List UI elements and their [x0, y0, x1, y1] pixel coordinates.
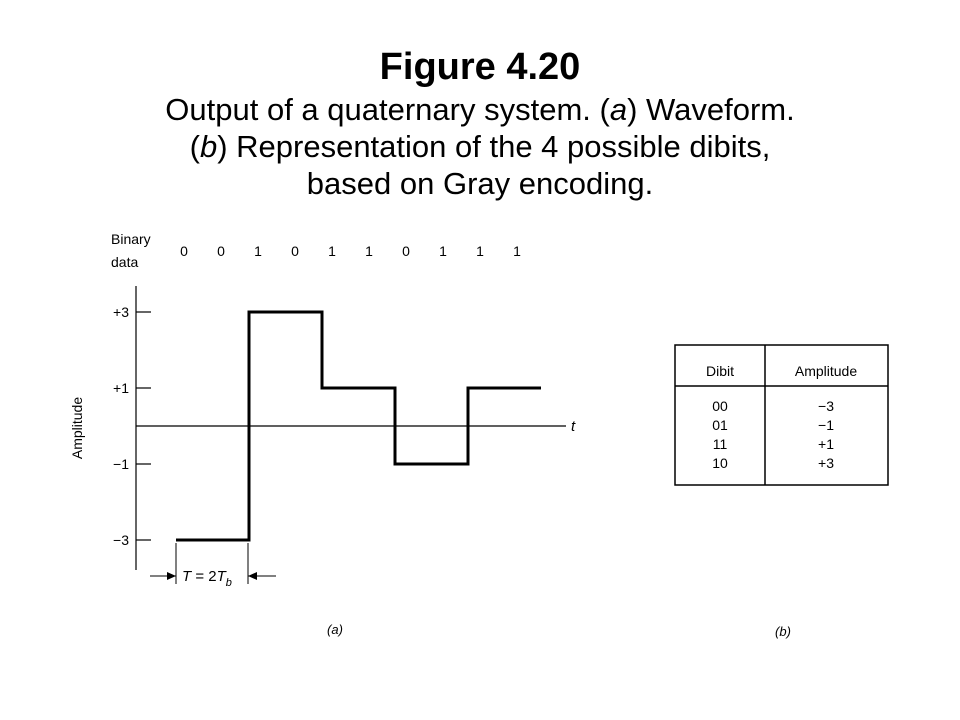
table-rows: 00 −3 01 −1 11 +1 10 +3	[712, 398, 834, 471]
table-cell-amplitude: −3	[818, 398, 834, 414]
table-cell-dibit: 10	[712, 455, 728, 471]
amplitude-axis-label: Amplitude	[69, 397, 85, 459]
time-axis-label: t	[571, 418, 576, 435]
panel-a-label: (a)	[327, 622, 343, 637]
figure-caption: Output of a quaternary system. (a) Wavef…	[0, 91, 960, 202]
table-cell-dibit: 00	[712, 398, 728, 414]
caption-italic: b	[199, 129, 218, 164]
waveform-panel: Binary data 0 0 1 0 1 1 0 1 1 1 Amplitude +3 +1 −1 −…	[69, 231, 576, 637]
amplitude-tick-label: +1	[113, 380, 129, 396]
amplitude-axis: +3 +1 −1 −3	[113, 286, 151, 570]
table-cell-amplitude: +1	[818, 436, 834, 452]
waveform-signal	[176, 310, 541, 542]
period-label: T = 2Tb	[182, 568, 232, 589]
binary-bit: 1	[365, 243, 373, 259]
binary-bit: 1	[476, 243, 484, 259]
binary-data-bits: 0 0 1 0 1 1 0 1 1 1	[180, 243, 521, 259]
amplitude-tick-label: −3	[113, 532, 129, 548]
table-cell-amplitude: +3	[818, 455, 834, 471]
binary-bit: 1	[254, 243, 262, 259]
table-header-amplitude: Amplitude	[795, 363, 857, 379]
caption-text: Output of a quaternary system. (	[165, 92, 610, 127]
caption-italic: a	[609, 92, 628, 127]
figure-title-block: Figure 4.20 Output of a quaternary syste…	[0, 44, 960, 202]
caption-text: based on Gray encoding.	[306, 166, 654, 201]
caption-text: ) Representation of the 4 possible dibit…	[217, 129, 771, 164]
binary-data-label: data	[111, 254, 138, 270]
caption-text: ) Waveform.	[627, 92, 795, 127]
caption-line-3: based on Gray encoding.	[0, 165, 960, 202]
binary-bit: 1	[328, 243, 336, 259]
period-annotation: T = 2Tb	[150, 543, 276, 589]
amplitude-tick-label: −1	[113, 456, 129, 472]
period-arrowhead-right	[248, 572, 257, 580]
table-cell-dibit: 01	[712, 417, 728, 433]
binary-bit: 1	[513, 243, 521, 259]
binary-bit: 0	[217, 243, 225, 259]
table-border	[674, 344, 889, 486]
table-header-dibit: Dibit	[706, 363, 734, 379]
caption-text: (	[189, 129, 200, 164]
binary-bit: 1	[439, 243, 447, 259]
binary-data-label: Binary	[111, 231, 151, 247]
binary-bit: 0	[291, 243, 299, 259]
binary-bit: 0	[180, 243, 188, 259]
figure-title: Figure 4.20	[379, 46, 581, 88]
dibit-table: Dibit Amplitude 00 −3 01 −1 11 +1 10 +3	[674, 344, 889, 486]
period-arrowhead-left	[167, 572, 176, 580]
binary-bit: 0	[402, 243, 410, 259]
caption-line-2: (b) Representation of the 4 possible dib…	[0, 128, 960, 165]
table-cell-dibit: 11	[713, 436, 728, 452]
table-cell-amplitude: −1	[818, 417, 834, 433]
panel-b-label: (b)	[775, 624, 791, 639]
caption-line-1: Output of a quaternary system. (a) Wavef…	[0, 91, 960, 128]
amplitude-tick-label: +3	[113, 304, 129, 320]
